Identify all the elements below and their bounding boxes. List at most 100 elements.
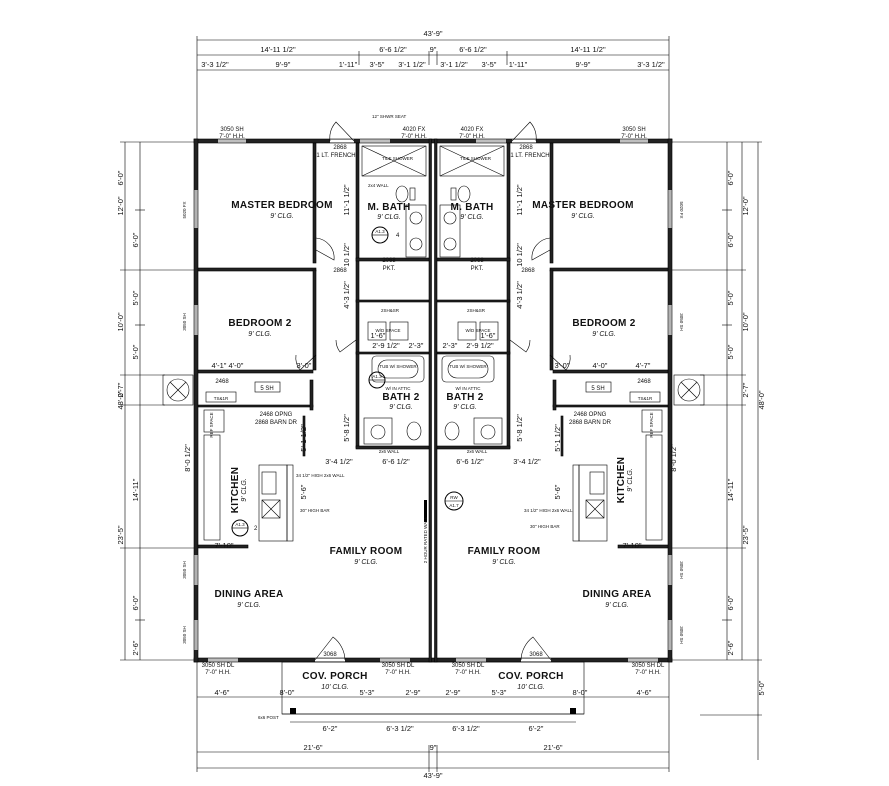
dim-interior: 7'-10" [622, 541, 641, 550]
dim-interior: 4'-3 1/2" [515, 281, 524, 309]
dim-porch: 4'-6" [215, 688, 230, 697]
window-tag: 3050 SH [182, 561, 187, 579]
ceiling-label: 9' CLG. [377, 214, 401, 221]
dim-left-v: 6'-0" [131, 595, 140, 610]
tub-label: TUB W/ SHOWER [449, 364, 487, 369]
ceiling-label: 9' CLG. [492, 559, 516, 566]
ceiling-label: 9' CLG. [460, 214, 484, 221]
dim-interior: 4'-0" [593, 361, 608, 370]
room-master-bedroom-right: MASTER BEDROOM [532, 200, 633, 211]
window-tag: 3050 SH [220, 127, 243, 133]
door-tag: 3068 [529, 652, 543, 658]
dim-right-v: 2'-6" [726, 640, 735, 655]
dim-interior: 5'-6" [299, 484, 308, 499]
window-tag: 3050 SH [622, 127, 645, 133]
window-height: 7'-0" H.H. [205, 670, 231, 676]
dim-interior: 5'-8 1/2" [342, 414, 351, 442]
dim-left-v: 5'-0" [131, 290, 140, 305]
dim-left-v: 14'-11" [131, 478, 140, 501]
dim-interior: 8'-0 1/2" [669, 444, 678, 472]
dim-interior: 7'-10" [214, 541, 233, 550]
room-bedroom-2-right: BEDROOM 2 [572, 318, 635, 329]
dim-seg: 3'-3 1/2" [201, 60, 229, 69]
door-tag: 2468 OPNG [574, 412, 607, 418]
dim-porch: 4'-6" [637, 688, 652, 697]
dim-porch: 8'-0" [280, 688, 295, 697]
bottom-dimensions: 4'-6" 8'-0" 5'-3" 2'-9" 2'-9" 5'-3" 8'-0… [196, 660, 670, 780]
window-tag: 3050 SH [679, 626, 684, 644]
dim-left-v: 6'-0" [131, 232, 140, 247]
dim-seg: 3'-3 1/2" [637, 60, 665, 69]
dim-right-v: 6'-0" [726, 232, 735, 247]
room-labels: MASTER BEDROOM 9' CLG. MASTER BEDROOM 9'… [214, 200, 651, 691]
bar-label: 34 1/2" HIGH 2x6 WALL [296, 473, 345, 478]
bar-label: 34 1/2" HIGH 2x6 WALL [524, 508, 573, 513]
dim-interior: 2'-3" [409, 341, 424, 350]
dim-porch: 2'-9" [446, 688, 461, 697]
shelf-label: 5 SH [260, 386, 273, 392]
window-tag: 3050 SH [182, 313, 187, 331]
dim-left-v: 10'-0" [116, 312, 125, 331]
door-tag: 1 LT. FRENCH [316, 153, 355, 159]
ceiling-label: 9' CLG. [605, 602, 629, 609]
dim-left-total: 48'-0" [116, 390, 125, 409]
door-tag: 1 LT. FRENCH [510, 153, 549, 159]
room-m-bath-right: M. BATH [450, 202, 493, 213]
dim-right-total: 48'-0" [757, 390, 766, 409]
dim-left-v: 5'-0" [131, 344, 140, 359]
ceiling-label: 10' CLG. [517, 684, 544, 691]
callouts: A1.3 4 A1.3 A1.3 2 RW A1.7 [231, 226, 464, 537]
window-tag: 3050 SH DL [382, 663, 415, 669]
ceiling-label: 10' CLG. [321, 684, 348, 691]
dim-seg: 9'-9" [276, 60, 291, 69]
window-height: 7'-0" H.H. [635, 670, 661, 676]
dim-left-v: 6'-0" [116, 170, 125, 185]
door-tag: 2068 [382, 258, 396, 264]
dim-interior: 3'-0" [555, 361, 570, 370]
dim-interior: 8'-0 1/2" [183, 444, 192, 472]
window-tag: 3050 SH [679, 561, 684, 579]
door-tag: PKT. [471, 266, 484, 272]
shelf-label: 5 SH [591, 386, 604, 392]
dim-seg: 3'-5" [370, 60, 385, 69]
window-tag: 4020 FX [461, 127, 484, 133]
dim-party-wall: 9" [430, 45, 437, 54]
dim-right-v: 10'-0" [741, 312, 750, 331]
window-tag: 5020 FX [679, 201, 684, 218]
dim-left-v: 23'-5" [116, 525, 125, 544]
shower-label: TILE SHOWER [460, 156, 492, 161]
dim-right-v: 14'-11" [726, 478, 735, 501]
bar-label: 30" HIGH BAR [530, 524, 560, 529]
ceiling-label: 9' CLG. [248, 331, 272, 338]
ceiling-label: 9' CLG. [389, 404, 413, 411]
dim-interior: 10 1/2" [342, 243, 351, 267]
door-tag: PKT. [383, 266, 396, 272]
door-tag: 2868 [521, 268, 535, 274]
attic-label: W/ IN ATTIC [386, 386, 412, 391]
dim-interior: 5'-1 1/2" [299, 424, 308, 452]
dim-porch-inner: 6'-3 1/2" [452, 724, 480, 733]
dim-bottom-overall: 43'-9" [423, 771, 442, 780]
dim-interior: 5'-6" [553, 484, 562, 499]
callout-label: A1.3 [375, 229, 385, 234]
dim-right-v: 5'-0" [726, 290, 735, 305]
dim-interior: 2'-3" [443, 341, 458, 350]
dim-left-v: 2'-6" [131, 640, 140, 655]
room-kitchen-left: KITCHEN [230, 467, 241, 514]
door-tag: 3068 [323, 652, 337, 658]
ref-label: REF SPACE [209, 412, 214, 437]
dim-interior: 3'-0" [297, 361, 312, 370]
window-tag: 5020 FX [182, 201, 187, 218]
dim-interior: 10 1/2" [515, 243, 524, 267]
callout-number: 4 [396, 233, 400, 239]
door-tag: 2068 [470, 258, 484, 264]
top-dimensions: 43'-9" 14'-11 1/2" 6'-6 1/2" 9" 6'-6 1/2… [196, 29, 670, 140]
dim-seg: 9'-9" [576, 60, 591, 69]
shelf-label: 2SH&SR [381, 308, 400, 313]
dim-right-half: 14'-11 1/2" [570, 45, 606, 54]
dim-seg: 1'-11" [509, 60, 528, 69]
room-dining-area-left: DINING AREA [214, 589, 283, 600]
dim-left-v: 12'-0" [116, 196, 125, 215]
left-dimensions: 6'-0" 12'-0" 6'-0" 5'-0" 10'-0" 5'-0" 2'… [116, 141, 197, 661]
dim-porch-inner: 6'-2" [323, 724, 338, 733]
